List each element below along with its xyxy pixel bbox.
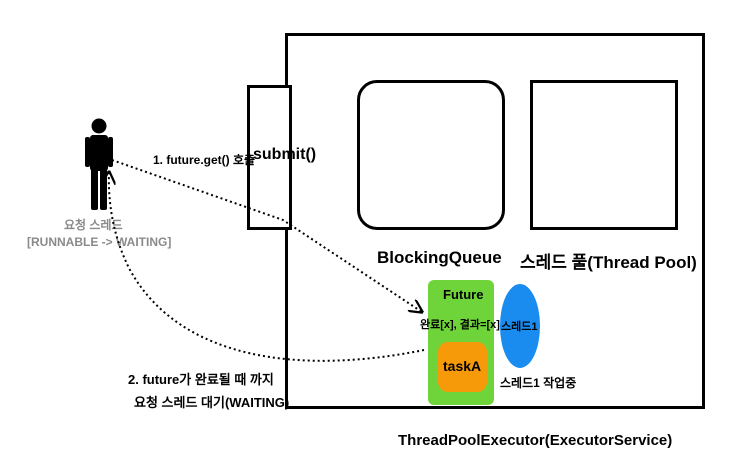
thread1-ellipse — [500, 284, 540, 368]
blocking-queue-label: BlockingQueue — [377, 248, 502, 267]
submit-box-inner — [247, 85, 292, 230]
future-title: Future — [443, 287, 484, 302]
wait-arrow — [109, 172, 425, 362]
thread1-label: 스레드1 — [501, 321, 538, 333]
submit-label: submit() — [253, 146, 317, 163]
thread-pool-box — [530, 80, 678, 230]
future-status: 완료[x], 결과=[x] — [420, 319, 500, 331]
person-icon — [84, 118, 114, 210]
task-box — [438, 342, 487, 392]
blocking-queue-box — [357, 80, 505, 230]
wait-label-line2: 요청 스레드 대기(WAITING) — [134, 395, 290, 410]
thread1-status: 스레드1 작업중 — [500, 376, 577, 390]
thread-pool-label: 스레드 풀(Thread Pool) — [520, 253, 697, 272]
call-arrow — [111, 159, 422, 312]
person-label-line2: [RUNNABLE -> WAITING] — [27, 235, 172, 249]
person-label-line1: 요청 스레드 — [64, 218, 123, 232]
task-label: taskA — [443, 358, 482, 374]
executor-label: ThreadPoolExecutor(ExecutorService) — [398, 432, 673, 449]
wait-label-line1: 2. future가 완료될 때 까지 — [128, 372, 274, 387]
call-arrow-label: 1. future.get() 호출 — [153, 153, 256, 167]
